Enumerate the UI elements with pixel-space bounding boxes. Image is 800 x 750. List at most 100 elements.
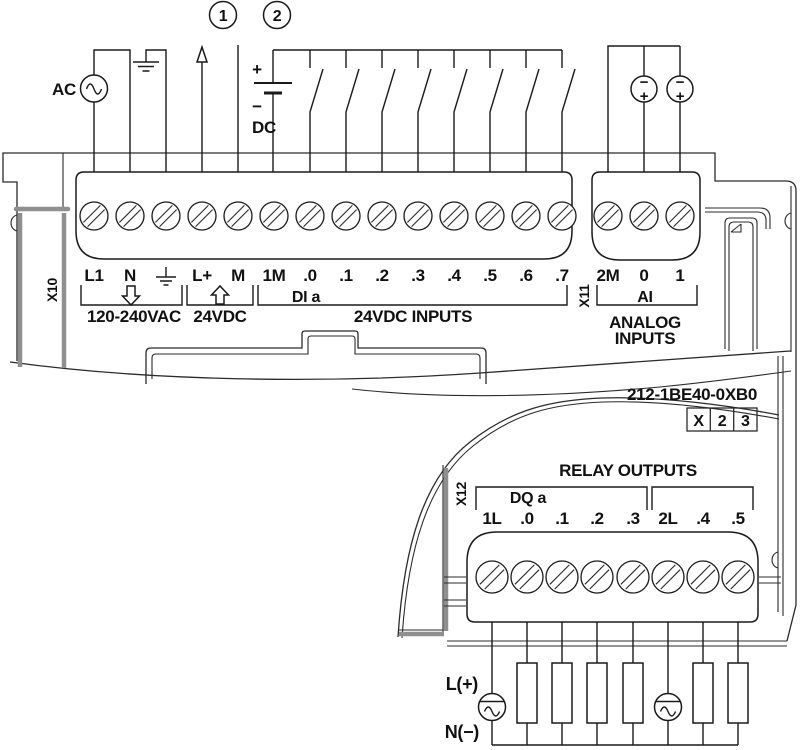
battery-dc-label: DC: [252, 118, 276, 137]
screw-terminal: [580, 560, 614, 594]
terminal-label: .6: [519, 266, 533, 285]
screw-terminal: [403, 201, 433, 231]
analog-source-icon: [666, 75, 694, 103]
terminal-label: .4: [696, 509, 710, 528]
relay-wires: [491, 622, 739, 746]
ac-source-icon: [653, 692, 683, 722]
screw-terminal: [79, 201, 109, 231]
screw-terminal: [331, 201, 361, 231]
terminal-label: .3: [411, 266, 425, 285]
screw-terminal: [367, 201, 397, 231]
earth-ground-icon: [156, 267, 176, 286]
order-code-cell: X: [693, 413, 704, 430]
order-code-cell: 2: [718, 413, 727, 430]
screw-terminal: [510, 560, 544, 594]
terminal-label: 1: [675, 266, 684, 285]
analog-source-plus: +: [676, 88, 685, 105]
di-caption: 24VDC INPUTS: [354, 307, 472, 326]
screw-terminal: [223, 201, 253, 231]
callout-1-circle: [208, 0, 238, 30]
analog-source-minus: −: [676, 74, 685, 91]
right-channel-inner: [728, 221, 754, 351]
analog-source-icon: [630, 75, 658, 103]
connector-x10-label: X10: [44, 277, 60, 302]
group-bracket-24vdc: [186, 285, 254, 306]
load-resistor: [727, 662, 749, 724]
bay-clip-hook: [771, 551, 779, 569]
terminal-label: 2L: [658, 509, 677, 528]
bay-clip-left: [444, 576, 466, 607]
analog-source-minus: −: [640, 74, 649, 91]
screw-terminal: [439, 201, 469, 231]
right-channel-latch: [730, 223, 742, 233]
top-terminal-blocks: [75, 171, 701, 261]
neutral-supply-label: N(−): [445, 722, 480, 742]
ac-source-label: AC: [52, 80, 76, 99]
line-supply-label: L(+): [446, 674, 479, 694]
order-code-cell: 3: [741, 413, 750, 430]
callout-1-label: 1: [219, 8, 228, 25]
screw-terminal: [593, 201, 623, 231]
terminal-label: 2M: [596, 266, 619, 285]
terminal-label: .3: [626, 509, 640, 528]
part-number: 212-1BE40-0XB0: [627, 385, 757, 404]
housing-cut-edge: [351, 370, 792, 397]
screw-terminal: [651, 560, 685, 594]
up-arrow-hollow-icon: [209, 284, 231, 305]
terminal-label: .1: [339, 266, 353, 285]
terminal-label: .1: [555, 509, 569, 528]
screw-terminal: [547, 201, 577, 231]
mains-caption: 120-240VAC: [87, 307, 181, 326]
order-code-dividers: [709, 408, 735, 431]
load-resistor: [586, 662, 608, 724]
screw-terminal: [475, 201, 505, 231]
analog-caption-line2: INPUTS: [615, 329, 676, 348]
terminal-label: .0: [520, 509, 534, 528]
screw-terminal: [616, 560, 650, 594]
group-dq-label: DQ a: [510, 490, 547, 507]
terminal-label: 1L: [482, 509, 501, 528]
screw-terminal: [259, 201, 289, 231]
terminal-cover-outer: [145, 330, 487, 384]
screw-terminal: [187, 201, 217, 231]
input-switches: [309, 50, 576, 172]
connector-x12-label: X12: [453, 481, 469, 506]
analog-source-plus: +: [640, 88, 649, 105]
bay-sweep-inner: [401, 401, 780, 639]
terminal-label: .2: [590, 509, 604, 528]
screw-terminal: [686, 560, 720, 594]
ac-source-icon: [477, 692, 507, 722]
right-clip-hook-top: [784, 212, 792, 230]
screw-terminal: [665, 201, 695, 231]
terminal-label: N: [124, 266, 136, 285]
housing-outline: [2, 152, 797, 642]
group-bracket-ai: [596, 285, 698, 306]
ac-supply-wires: [93, 49, 131, 172]
top-labels: L1 N L+ M 1M .0 .1 .2 .3 .4 .5 .6 .7 2M …: [44, 266, 698, 348]
bay-right-edge: [777, 356, 784, 616]
group-di-label: DI a: [292, 289, 321, 306]
terminal-label: .5: [483, 266, 497, 285]
group-bracket-di: [257, 285, 568, 306]
group-bracket-dq: [475, 486, 648, 510]
battery-minus-label: −: [252, 97, 262, 116]
terminal-label: .4: [447, 266, 461, 285]
ac-sine-icon: [483, 706, 501, 717]
load-resistor: [692, 662, 714, 724]
screw-terminal: [545, 560, 579, 594]
terminal-label: M: [231, 266, 245, 285]
group-ai-label: AI: [637, 289, 652, 306]
bottom-wiring: L(+) N(−): [445, 622, 749, 746]
screw-terminal: [721, 560, 755, 594]
callout-2-label: 2: [273, 8, 282, 25]
earth-ground-icon: [133, 61, 159, 72]
load-resistor: [551, 662, 573, 724]
load-resistor: [622, 662, 644, 724]
relay-outputs-title: RELAY OUTPUTS: [559, 461, 697, 480]
relay-output-section: RELAY OUTPUTS DQ a X12 1L .0 .1 .2 .3 2L…: [453, 461, 759, 623]
down-arrow-icon: [120, 285, 142, 307]
bay-clip-right: [759, 576, 781, 584]
bay-floor: [447, 640, 787, 647]
analog-caption-line1: ANALOG: [609, 313, 681, 332]
